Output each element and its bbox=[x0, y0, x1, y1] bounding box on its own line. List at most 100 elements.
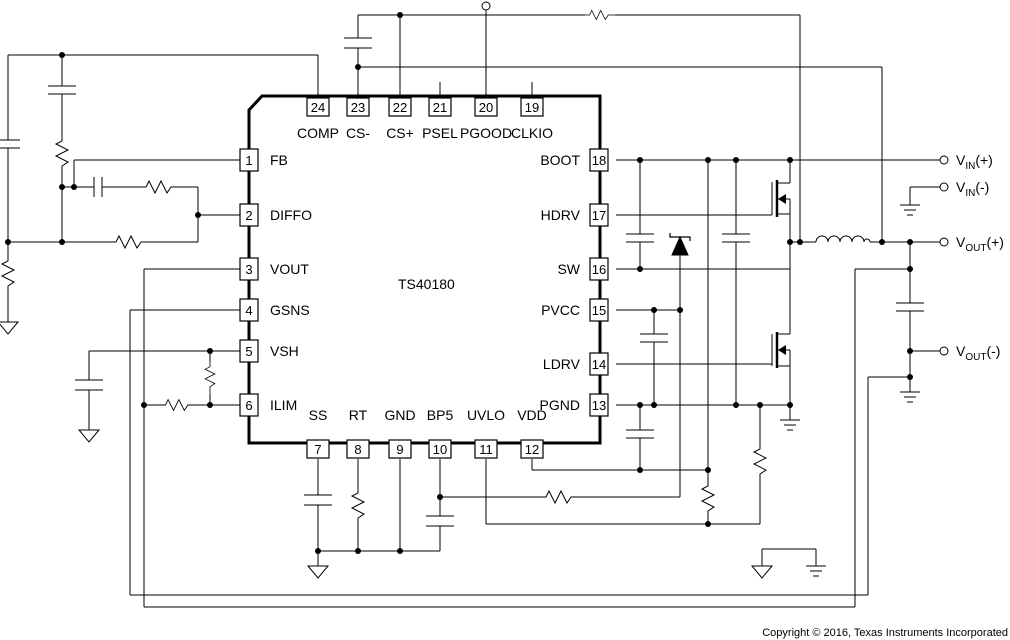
mosfet-high-side bbox=[771, 178, 791, 218]
pin-4: 4 GSNS bbox=[239, 298, 310, 322]
pin-box bbox=[239, 257, 259, 281]
pin-box bbox=[520, 97, 544, 117]
pin-number: 16 bbox=[592, 262, 606, 277]
pin-8: 8 RT bbox=[346, 407, 370, 459]
pin-number: 10 bbox=[433, 442, 447, 457]
pin-17: 17 HDRV bbox=[541, 203, 609, 227]
pin-name: PGND bbox=[540, 397, 580, 413]
terminal-vout-pos: VOUT(+) bbox=[956, 234, 1004, 254]
terminal-vout-neg: VOUT(-) bbox=[956, 343, 1000, 363]
pin-name: PVCC bbox=[541, 302, 580, 318]
pin-number: 3 bbox=[245, 262, 252, 277]
pin-number: 1 bbox=[245, 153, 252, 168]
pin-number: 19 bbox=[525, 100, 539, 115]
wiring bbox=[7, 10, 940, 608]
pin-box bbox=[239, 148, 259, 172]
pin-box bbox=[520, 439, 544, 459]
pin-name: CS- bbox=[346, 125, 370, 141]
pin-9: 9 GND bbox=[384, 407, 416, 459]
pin-number: 7 bbox=[314, 442, 321, 457]
pin-1: 1 FB bbox=[239, 148, 288, 172]
pin-box bbox=[306, 439, 330, 459]
pin-number: 22 bbox=[393, 100, 407, 115]
pin-box bbox=[589, 298, 609, 322]
pin-name: BOOT bbox=[540, 152, 580, 168]
pin-name: FB bbox=[270, 152, 288, 168]
pin-number: 5 bbox=[245, 344, 252, 359]
pin-name: PGOOD bbox=[460, 125, 512, 141]
pin-5: 5 VSH bbox=[239, 339, 299, 363]
pin-box bbox=[474, 97, 498, 117]
pin-number: 11 bbox=[479, 442, 493, 457]
pin-name: SW bbox=[557, 261, 580, 277]
pin-name: CS+ bbox=[386, 125, 414, 141]
pin-number: 20 bbox=[479, 100, 493, 115]
pin-name: VSH bbox=[270, 343, 299, 359]
pin-number: 21 bbox=[433, 100, 447, 115]
junction-dots bbox=[5, 12, 913, 554]
diode bbox=[669, 233, 691, 256]
terminal-vin-pos: VIN(+) bbox=[956, 152, 993, 172]
copyright-notice: Copyright © 2016, Texas Instruments Inco… bbox=[762, 627, 1008, 639]
ground-symbols bbox=[0, 204, 921, 579]
pin-name: SS bbox=[309, 407, 328, 423]
pin-box bbox=[388, 97, 412, 117]
pin-number: 4 bbox=[245, 303, 252, 318]
pin-name: BP5 bbox=[427, 407, 454, 423]
pin-number: 2 bbox=[245, 208, 252, 223]
pin-box bbox=[239, 203, 259, 227]
pin-16: 16 SW bbox=[557, 257, 609, 281]
pin-number: 14 bbox=[592, 357, 606, 372]
pin-name: ILIM bbox=[270, 397, 297, 413]
pin-box bbox=[589, 352, 609, 376]
pin-13: 13 PGND bbox=[540, 393, 609, 417]
pin-name: RT bbox=[349, 407, 368, 423]
pin-number: 23 bbox=[351, 100, 365, 115]
pin-number: 9 bbox=[396, 442, 403, 457]
pin-box bbox=[239, 393, 259, 417]
pin-number: 17 bbox=[592, 208, 606, 223]
pin-number: 13 bbox=[592, 398, 606, 413]
pin-box bbox=[239, 298, 259, 322]
ic-part-number: TS40180 bbox=[398, 276, 455, 292]
pin-number: 24 bbox=[311, 100, 325, 115]
pin-name: CLKIO bbox=[511, 125, 553, 141]
pin-box bbox=[589, 393, 609, 417]
pin-name: VDD bbox=[517, 407, 547, 423]
ic-body bbox=[247, 94, 602, 445]
pin-12: 12 VDD bbox=[517, 407, 547, 459]
pin-box bbox=[589, 148, 609, 172]
pin-name: HDRV bbox=[541, 207, 581, 223]
pin-10: 10 BP5 bbox=[427, 407, 454, 459]
pin-name: GSNS bbox=[270, 302, 310, 318]
pin-7: 7 SS bbox=[306, 407, 330, 459]
pin-number: 12 bbox=[525, 442, 539, 457]
mosfet-low-side bbox=[771, 330, 791, 370]
pin-name: PSEL bbox=[422, 125, 458, 141]
pin-name: UVLO bbox=[467, 407, 505, 423]
pin-11: 11 UVLO bbox=[467, 407, 505, 459]
pin-box bbox=[589, 203, 609, 227]
pin-18: 18 BOOT bbox=[540, 148, 609, 172]
capacitors bbox=[0, 37, 924, 527]
pin-number: 8 bbox=[354, 442, 361, 457]
pin-name: GND bbox=[384, 407, 415, 423]
pin-number: 18 bbox=[592, 153, 606, 168]
inductor bbox=[815, 235, 871, 243]
pin-box bbox=[388, 439, 412, 459]
pin-box bbox=[346, 439, 370, 459]
pin-box bbox=[589, 257, 609, 281]
pin-box bbox=[474, 439, 498, 459]
